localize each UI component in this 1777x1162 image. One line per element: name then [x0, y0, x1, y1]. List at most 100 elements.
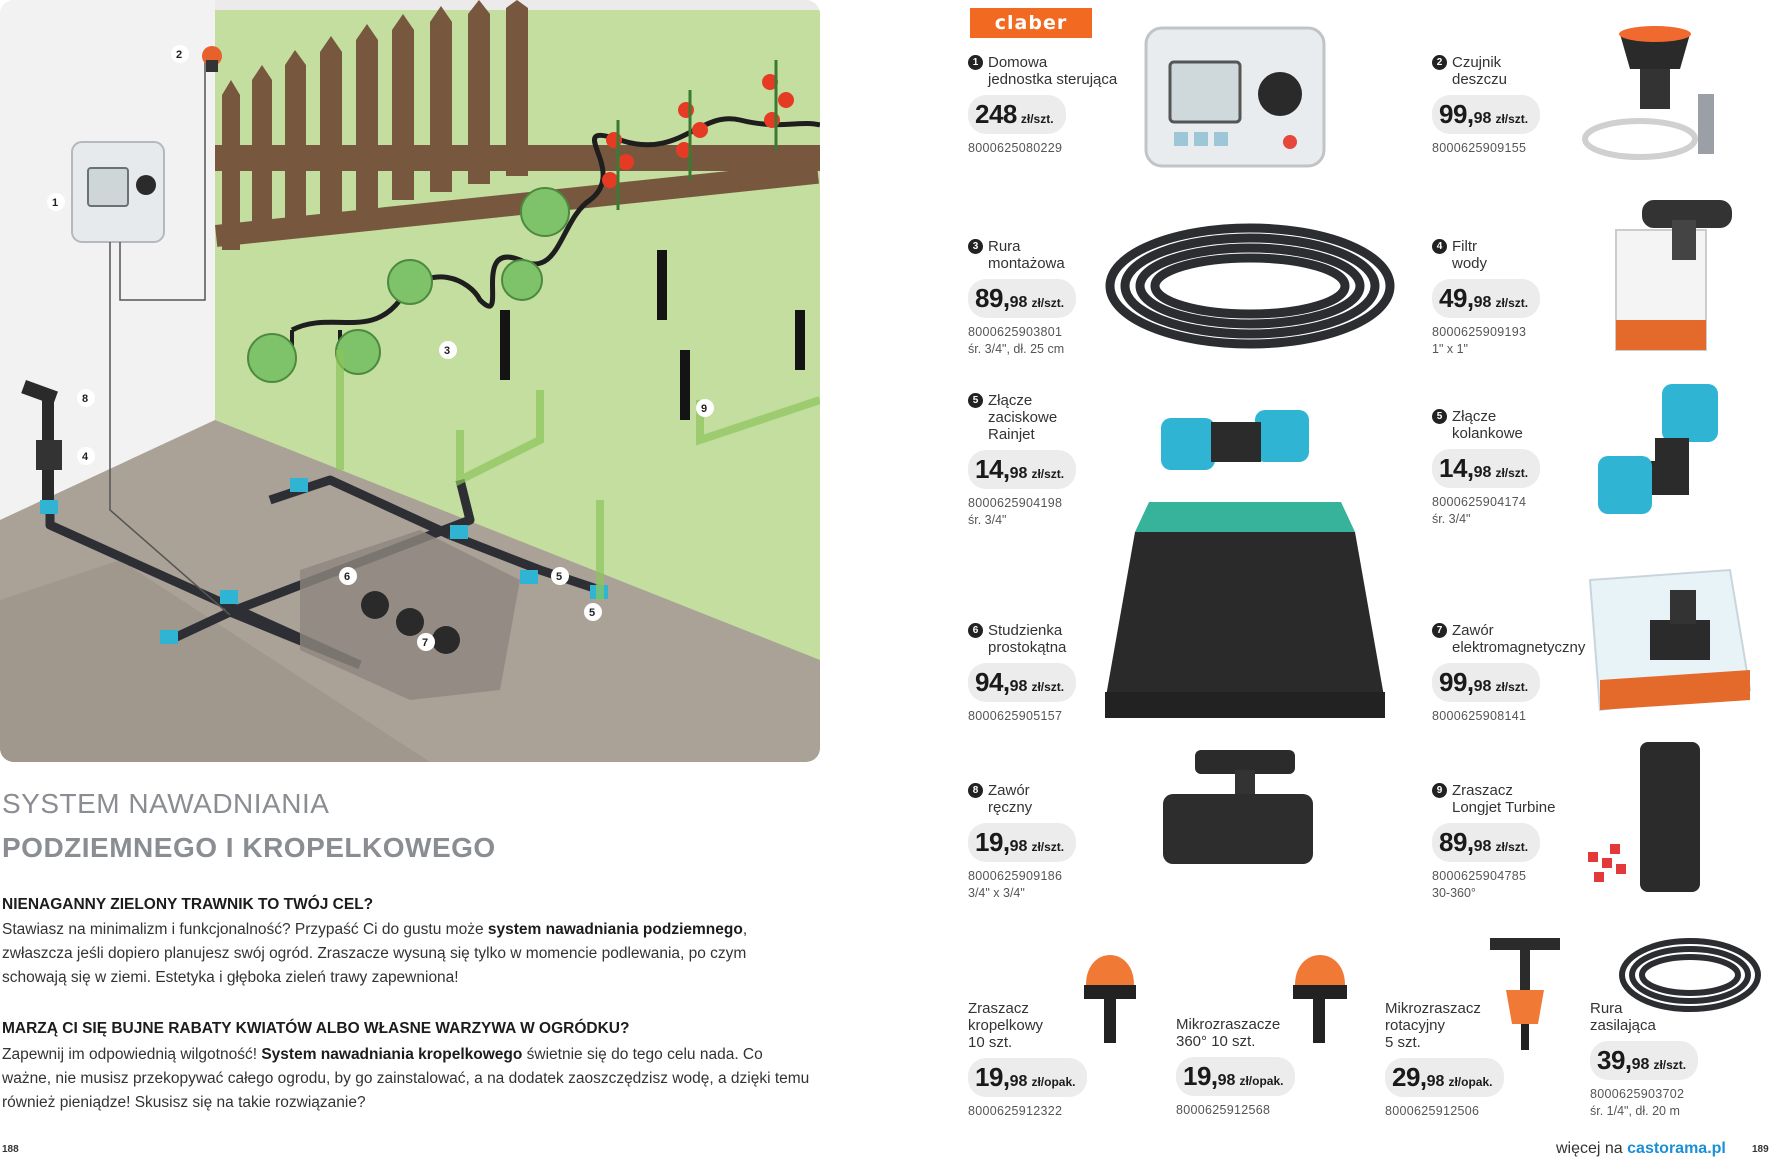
product-code: 8000625904198 — [968, 496, 1063, 510]
diagram-label-9: 9 — [701, 403, 707, 415]
product-name: Zraszacz Longjet Turbine — [1452, 782, 1556, 816]
diagram-label-1: 1 — [52, 197, 58, 209]
section1-paragraph: Stawiasz na minimalizm i funkcjonalność?… — [2, 921, 748, 986]
section1-bold: system nawadniania podziemnego — [487, 921, 743, 938]
product-code: 8000625904785 — [1432, 869, 1527, 883]
page-number-left: 188 — [2, 1144, 19, 1155]
product-spec: śr. 3/4" — [968, 513, 1007, 527]
rainjet-coupling-image — [1155, 388, 1315, 493]
product-code: 8000625912506 — [1385, 1104, 1480, 1118]
product-spec: 3/4" x 3/4" — [968, 886, 1025, 900]
product-spec: śr. 3/4" — [1432, 512, 1471, 526]
product-name: Mikrozraszacz rotacyjny 5 szt. — [1385, 1000, 1481, 1051]
valve-box-image — [1095, 492, 1395, 728]
diagram-label-3: 3 — [444, 345, 450, 357]
drip-sprinkler-image — [1070, 925, 1150, 1050]
product-code: 8000625080229 — [968, 141, 1063, 155]
product-code: 8000625909155 — [1432, 141, 1527, 155]
manual-valve-image — [1155, 742, 1315, 872]
product-spec: śr. 3/4", dł. 25 cm — [968, 342, 1065, 356]
rotary-micro-sprinkler-image — [1480, 930, 1570, 1055]
product-code: 8000625903801 — [968, 325, 1063, 339]
product-code: 8000625912322 — [968, 1104, 1063, 1118]
product-code: 8000625905157 — [968, 709, 1063, 723]
product-name: Studzienka prostokątna — [988, 622, 1067, 656]
product-code: 8000625909193 — [1432, 325, 1527, 339]
section2-heading: MARZĄ CI SIĘ BUJNE RABATY KWIATÓW ALBO W… — [2, 1020, 630, 1037]
product-spec: 30-360° — [1432, 886, 1476, 900]
product-name: Rura montażowa — [988, 238, 1065, 272]
castorama-link[interactable]: więcej na castorama.pl — [1556, 1140, 1726, 1157]
longjet-sprinkler-image — [1580, 732, 1740, 902]
product-name: Zawór ręczny — [988, 782, 1033, 816]
diagram-label-6: 6 — [344, 571, 350, 583]
mounting-pipe-image — [1100, 218, 1400, 353]
rain-sensor-image — [1580, 14, 1740, 164]
controller-image — [1140, 22, 1330, 172]
diagram-label-7: 7 — [422, 637, 428, 649]
diagram-label-5b: 5 — [589, 607, 595, 619]
page-number-right: 189 — [1752, 1144, 1769, 1155]
supply-pipe-image — [1615, 930, 1765, 1020]
diagram-label-2: 2 — [176, 49, 182, 61]
product-name: Zraszacz kropelkowy 10 szt. — [968, 1000, 1044, 1051]
product-code: 8000625904174 — [1432, 495, 1527, 509]
article-title-line2: PODZIEMNEGO I KROPELKOWEGO — [2, 832, 496, 863]
product-name: Złącze zaciskowe Rainjet — [988, 392, 1058, 443]
diagram-label-5: 5 — [556, 571, 562, 583]
product-code: 8000625908141 — [1432, 709, 1527, 723]
product-code: 8000625912568 — [1176, 1103, 1271, 1117]
micro-sprinkler-360-image — [1285, 925, 1355, 1050]
product-name: Filtr wody — [1452, 238, 1488, 272]
diagram-label-8: 8 — [82, 393, 88, 405]
water-filter-image — [1612, 190, 1742, 360]
article-title-line1: SYSTEM NAWADNIANIA — [2, 788, 330, 819]
section2-bold: System nawadniania kropelkowego — [261, 1046, 523, 1063]
solenoid-valve-image — [1580, 560, 1760, 720]
claber-logo: claber — [970, 8, 1092, 38]
product-code: 8000625909186 — [968, 869, 1063, 883]
product-name: Rura zasilająca — [1590, 1000, 1656, 1034]
product-name: Domowa jednostka sterująca — [988, 54, 1118, 88]
product-name: Złącze kolankowe — [1452, 408, 1523, 442]
product-name: Czujnik deszczu — [1452, 54, 1508, 88]
section2-paragraph: Zapewnij im odpowiednią wilgotność! Syst… — [2, 1046, 810, 1111]
product-spec: 1" x 1" — [1432, 342, 1468, 356]
product-code: 8000625903702 — [1590, 1087, 1685, 1101]
product-spec: śr. 1/4", dł. 20 m — [1590, 1104, 1680, 1118]
product-name: Mikrozraszacze 360° 10 szt. — [1176, 1016, 1281, 1050]
irrigation-illustration: 2 1 3 8 4 9 6 5 5 7 — [0, 0, 820, 762]
section1-heading: NIENAGANNY ZIELONY TRAWNIK TO TWÓJ CEL? — [2, 896, 374, 913]
diagram-label-4: 4 — [82, 451, 89, 463]
product-name: Zawór elektromagnetyczny — [1452, 622, 1586, 656]
elbow-coupling-image — [1592, 378, 1727, 523]
